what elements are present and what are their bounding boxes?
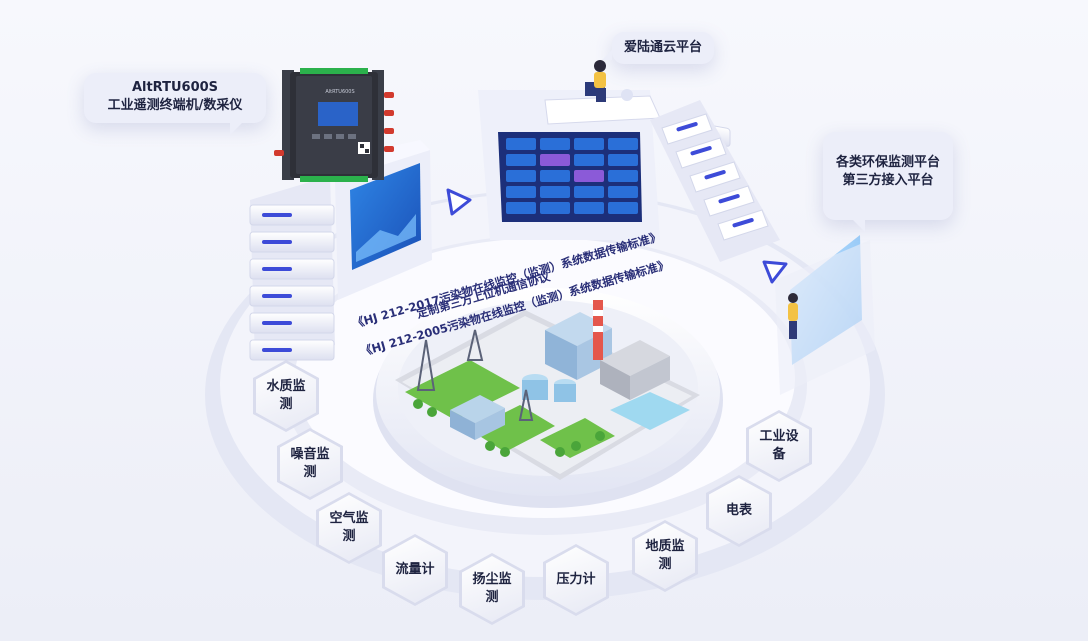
rtu-callout: AltRTU600S 工业遥测终端机/数采仪	[84, 73, 266, 135]
rtu-callout-tail	[230, 123, 242, 135]
hex-industrial-equipment-label: 工业设备	[759, 429, 799, 462]
hex-water-quality-label: 水质监测	[266, 379, 306, 412]
hex-air-label: 空气监测	[329, 511, 369, 544]
left-server-tower	[249, 140, 432, 361]
rtu-device: AltRTU600S	[274, 68, 394, 182]
device-brand-text: AltRTU600S	[325, 89, 354, 95]
flow-arrow-right	[762, 260, 788, 284]
industrial-park	[395, 300, 700, 480]
env-platform-line-1: 各类环保监测平台	[835, 155, 940, 170]
cloud-platform-label: 爱陆通云平台	[623, 40, 702, 55]
hex-industrial-equipment: 工业设备	[749, 413, 809, 479]
hex-flowmeter: 流量计	[385, 537, 445, 603]
hex-flowmeter-label: 流量计	[395, 562, 435, 577]
hex-geology: 地质监测	[635, 523, 695, 589]
hex-electric-meter: 电表	[709, 478, 769, 544]
hex-dust: 扬尘监测	[462, 556, 522, 622]
rtu-callout-subtitle: 工业遥测终端机/数采仪	[107, 98, 243, 113]
rtu-callout-title: AltRTU600S	[131, 80, 219, 95]
env-callout-tail	[853, 220, 865, 232]
hex-water-quality: 水质监测	[256, 363, 316, 429]
env-platform-callout: 各类环保监测平台 第三方接入平台	[823, 132, 953, 232]
hex-pressure-label: 压力计	[556, 572, 596, 587]
env-platform-line-2: 第三方接入平台	[842, 173, 934, 188]
hex-geology-label: 地质监测	[645, 539, 685, 572]
hex-air: 空气监测	[319, 495, 379, 561]
hex-noise-label: 噪音监测	[290, 447, 330, 480]
hex-pressure: 压力计	[546, 547, 606, 613]
center-console	[478, 60, 661, 240]
hex-noise: 噪音监测	[280, 431, 340, 497]
hex-electric-meter-label: 电表	[725, 503, 752, 518]
hex-dust-label: 扬尘监测	[472, 572, 512, 605]
cloud-callout-tail	[602, 50, 612, 60]
flow-arrow-left	[446, 188, 472, 216]
cloud-platform-callout: 爱陆通云平台	[602, 32, 714, 64]
right-stairs	[650, 100, 875, 395]
